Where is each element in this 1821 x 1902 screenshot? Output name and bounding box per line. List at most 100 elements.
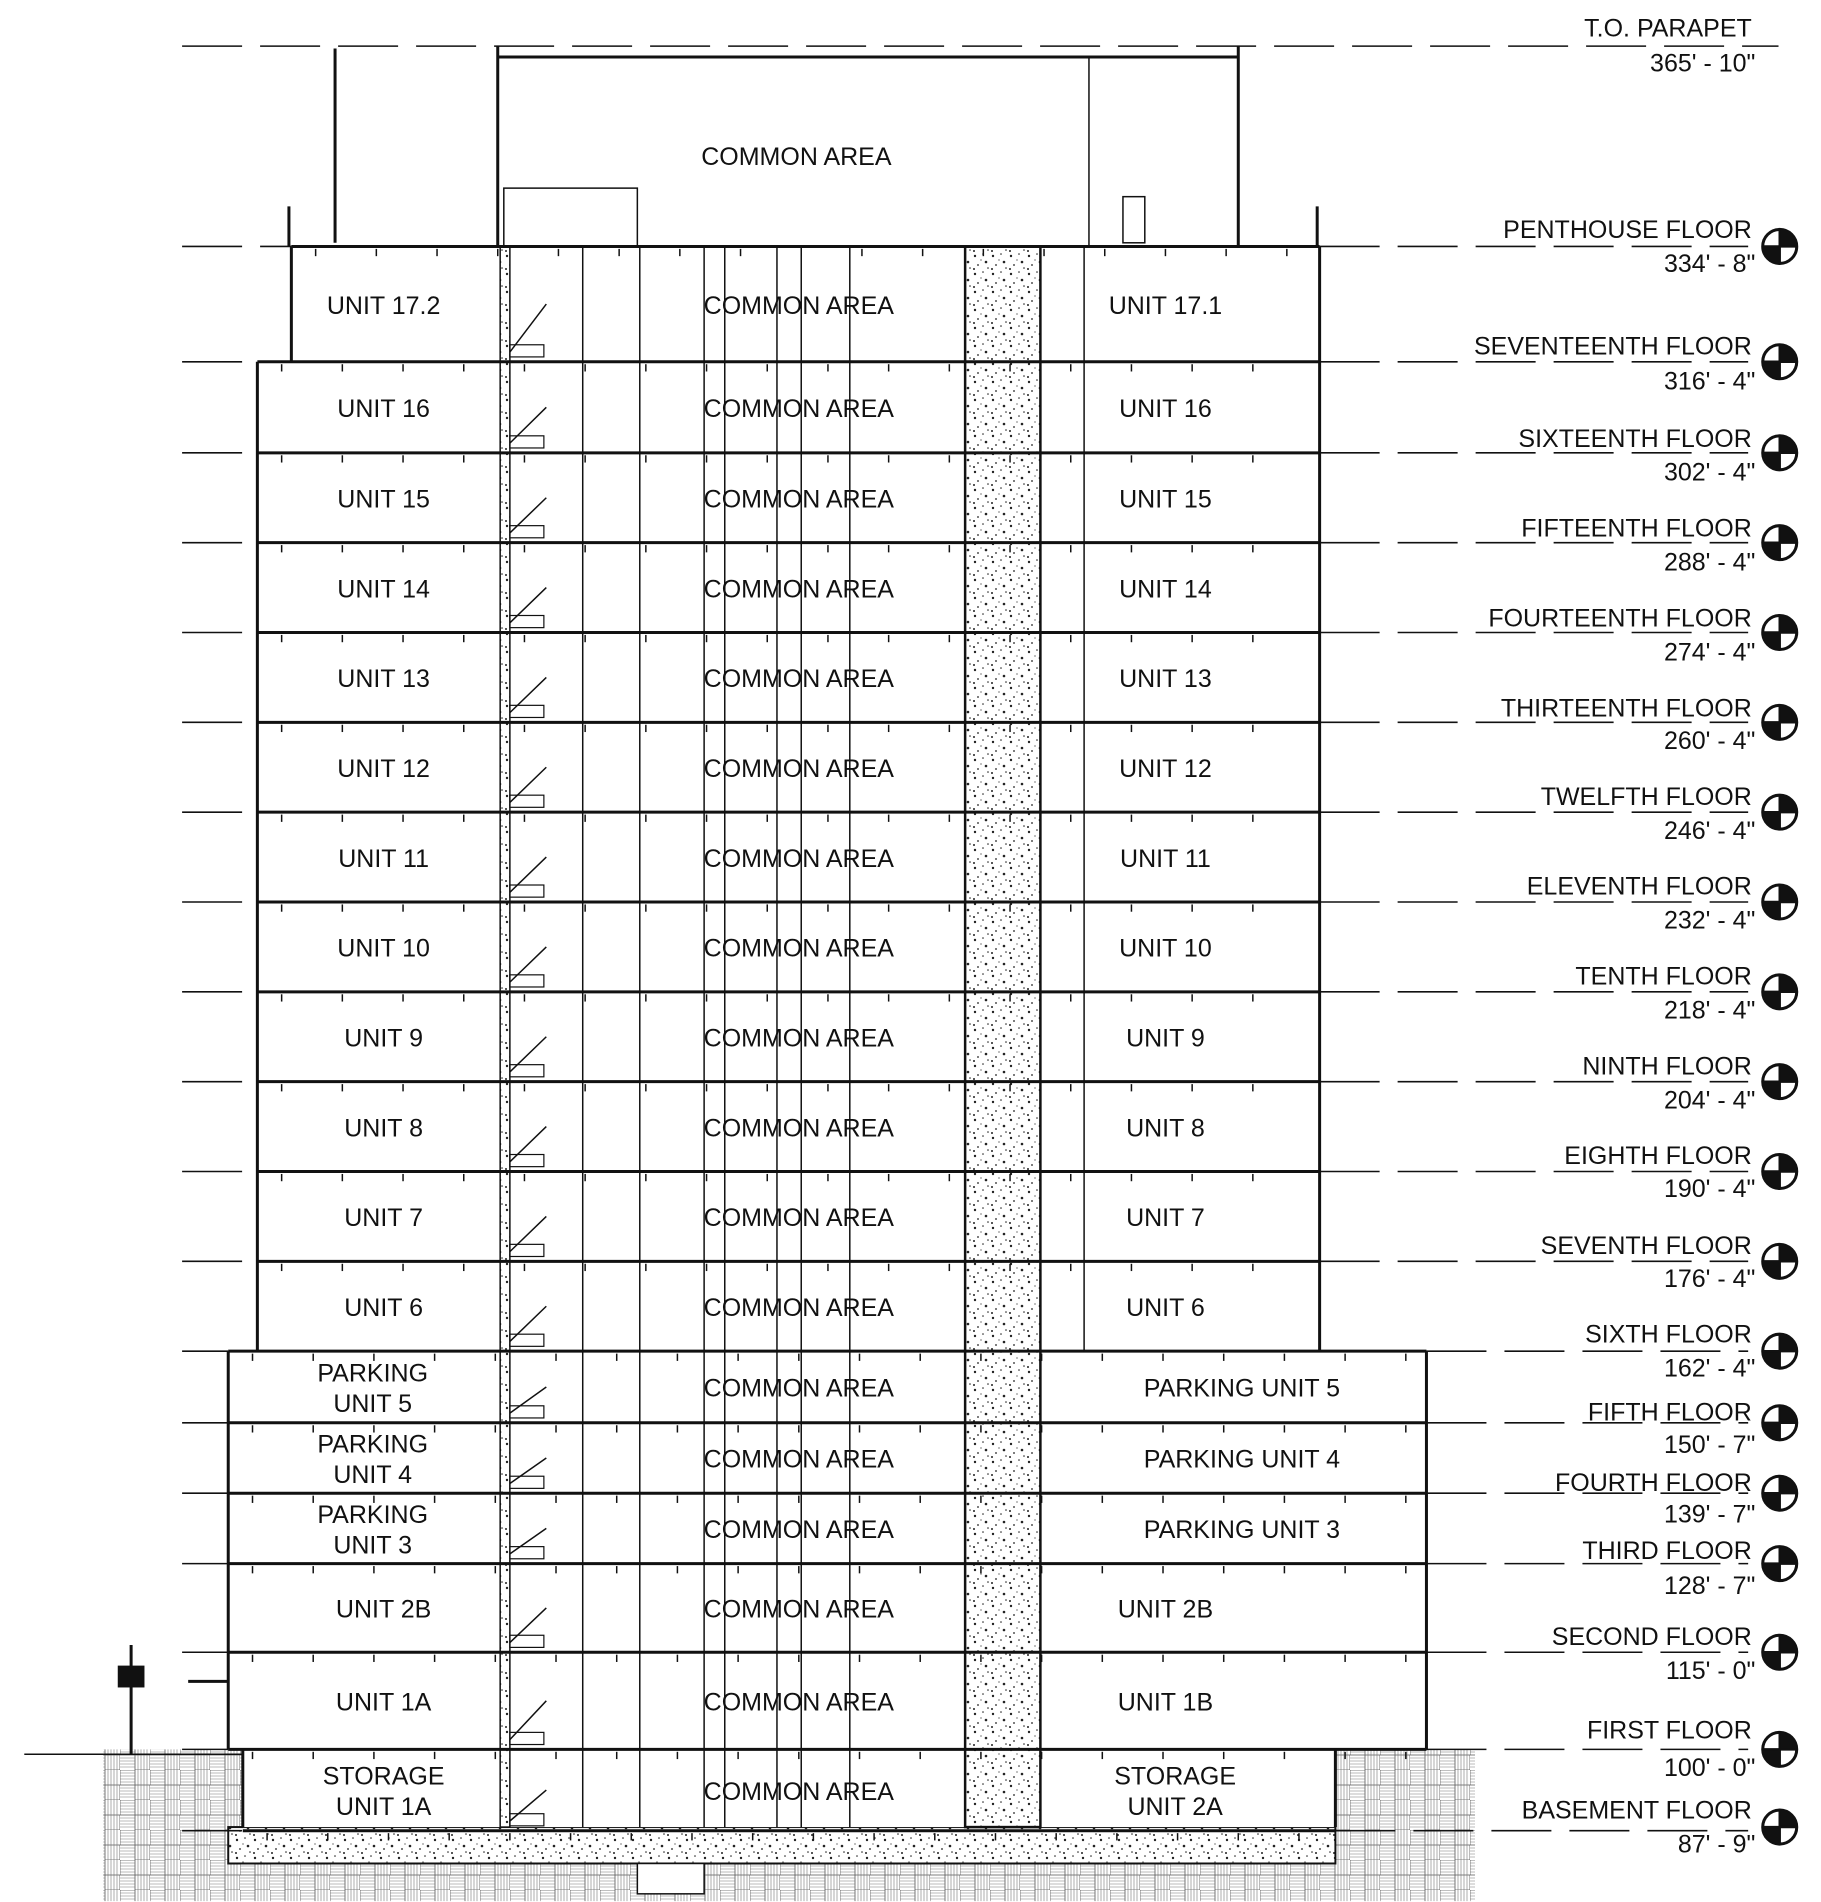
lamp-head: [117, 1665, 145, 1688]
room-label-line: PARKING: [317, 1501, 428, 1529]
room-label: UNIT 15: [337, 485, 430, 513]
stair-flight: [509, 856, 547, 893]
room-label-line: COMMON AREA: [704, 575, 895, 603]
room-label-line: UNIT 11: [338, 845, 429, 873]
datum-marker-icon: [1761, 343, 1799, 381]
stair-landing: [509, 614, 545, 629]
stair-flight: [509, 587, 547, 624]
room-label-line: UNIT 16: [1119, 395, 1212, 423]
foundation-slab: [227, 1826, 1337, 1865]
room-label: PARKING UNIT 5: [1144, 1375, 1340, 1403]
level-name: T.O. PARAPET: [1584, 14, 1752, 42]
room-label-line: COMMON AREA: [704, 1516, 895, 1544]
room-label-line: COMMON AREA: [701, 143, 892, 171]
room-label-line: COMMON AREA: [704, 1294, 895, 1322]
room-label: COMMON AREA: [704, 1204, 895, 1232]
room-label: UNIT 6: [1126, 1294, 1205, 1322]
level-elevation: 150' - 7": [1664, 1431, 1755, 1459]
level-name: FIFTH FLOOR: [1588, 1398, 1752, 1426]
room-label-line: COMMON AREA: [704, 1596, 895, 1624]
level-elevation: 190' - 4": [1664, 1175, 1755, 1203]
datum-marker-icon: [1761, 883, 1799, 921]
room-label-line: PARKING UNIT 3: [1144, 1516, 1340, 1544]
room-label-line: UNIT 13: [337, 665, 430, 693]
room-label-line: UNIT 6: [344, 1294, 423, 1322]
room-label: COMMON AREA: [704, 1516, 895, 1544]
level-name: FOURTEENTH FLOOR: [1488, 604, 1751, 632]
level-name: SEVENTEENTH FLOOR: [1474, 332, 1752, 360]
stair-landing: [509, 704, 545, 719]
datum-marker-icon: [1761, 1474, 1799, 1512]
room-label: COMMON AREA: [704, 485, 895, 513]
room-label-line: COMMON AREA: [704, 755, 895, 783]
stair-flight: [509, 1457, 547, 1485]
room-label: UNIT 12: [337, 755, 430, 783]
room-label-line: COMMON AREA: [704, 1446, 895, 1474]
room-label: UNIT 17.1: [1109, 292, 1222, 320]
level-name: SIXTEENTH FLOOR: [1518, 425, 1751, 453]
level-elevation: 260' - 4": [1664, 727, 1755, 755]
datum-marker-icon: [1761, 1063, 1799, 1101]
datum-marker-icon: [1761, 1242, 1799, 1280]
datum-marker-icon: [1761, 1633, 1799, 1671]
level-name: SECOND FLOOR: [1552, 1623, 1752, 1651]
room-label-line: UNIT 6: [1126, 1294, 1205, 1322]
room-label-line: UNIT 2A: [1127, 1793, 1223, 1821]
level-name: NINTH FLOOR: [1582, 1052, 1751, 1080]
room-label: UNIT 1B: [1118, 1689, 1213, 1717]
room-label: UNIT 2B: [336, 1596, 431, 1624]
level-name: THIRD FLOOR: [1582, 1537, 1751, 1565]
stair-flight: [509, 1036, 547, 1073]
room-label: UNIT 16: [1119, 395, 1212, 423]
level-name: PENTHOUSE FLOOR: [1503, 216, 1752, 244]
basement-void: [242, 1749, 1336, 1828]
stair-flight: [509, 1700, 547, 1741]
datum-marker-icon: [1761, 524, 1799, 562]
room-label: COMMON AREA: [704, 1778, 895, 1806]
room-label: UNIT 17.2: [327, 292, 440, 320]
level-name: ELEVENTH FLOOR: [1527, 873, 1752, 901]
datum-marker-icon: [1761, 1808, 1799, 1846]
room-label: COMMON AREA: [704, 845, 895, 873]
room-label-line: COMMON AREA: [704, 1375, 895, 1403]
room-label-line: COMMON AREA: [704, 1024, 895, 1052]
room-label: UNIT 8: [344, 1114, 423, 1142]
stair-flight: [509, 1527, 547, 1555]
stair-flight: [509, 1386, 547, 1414]
level-name: FIRST FLOOR: [1587, 1716, 1752, 1744]
stair-landing: [509, 974, 545, 988]
room-label-line: PARKING UNIT 4: [1144, 1446, 1340, 1474]
level-elevation: 316' - 4": [1664, 368, 1755, 396]
stair-landing: [509, 435, 545, 449]
room-label: UNIT 6: [344, 1294, 423, 1322]
level-elevation: 87' - 9": [1678, 1831, 1756, 1859]
level-name: BASEMENT FLOOR: [1522, 1797, 1752, 1825]
penthouse-stair-enclosure: [503, 187, 639, 247]
penthouse-door: [1122, 195, 1146, 244]
room-label: COMMON AREA: [704, 575, 895, 603]
level-elevation: 218' - 4": [1664, 997, 1755, 1025]
room-label: COMMON AREA: [704, 665, 895, 693]
room-label: UNIT 7: [344, 1204, 423, 1232]
room-label-line: UNIT 7: [344, 1204, 423, 1232]
room-label: UNIT 11: [338, 845, 429, 873]
room-label-line: STORAGE: [323, 1763, 445, 1791]
room-label-line: UNIT 14: [1119, 575, 1212, 603]
stair-landing: [509, 1475, 545, 1489]
room-label: UNIT 1A: [336, 1689, 432, 1717]
room-label-line: UNIT 1A: [336, 1793, 432, 1821]
stair-landing: [509, 1405, 545, 1419]
stair-landing: [509, 1546, 545, 1560]
stair-flight: [509, 1607, 547, 1644]
stair-landing: [509, 884, 545, 898]
room-label: UNIT 9: [344, 1024, 423, 1052]
